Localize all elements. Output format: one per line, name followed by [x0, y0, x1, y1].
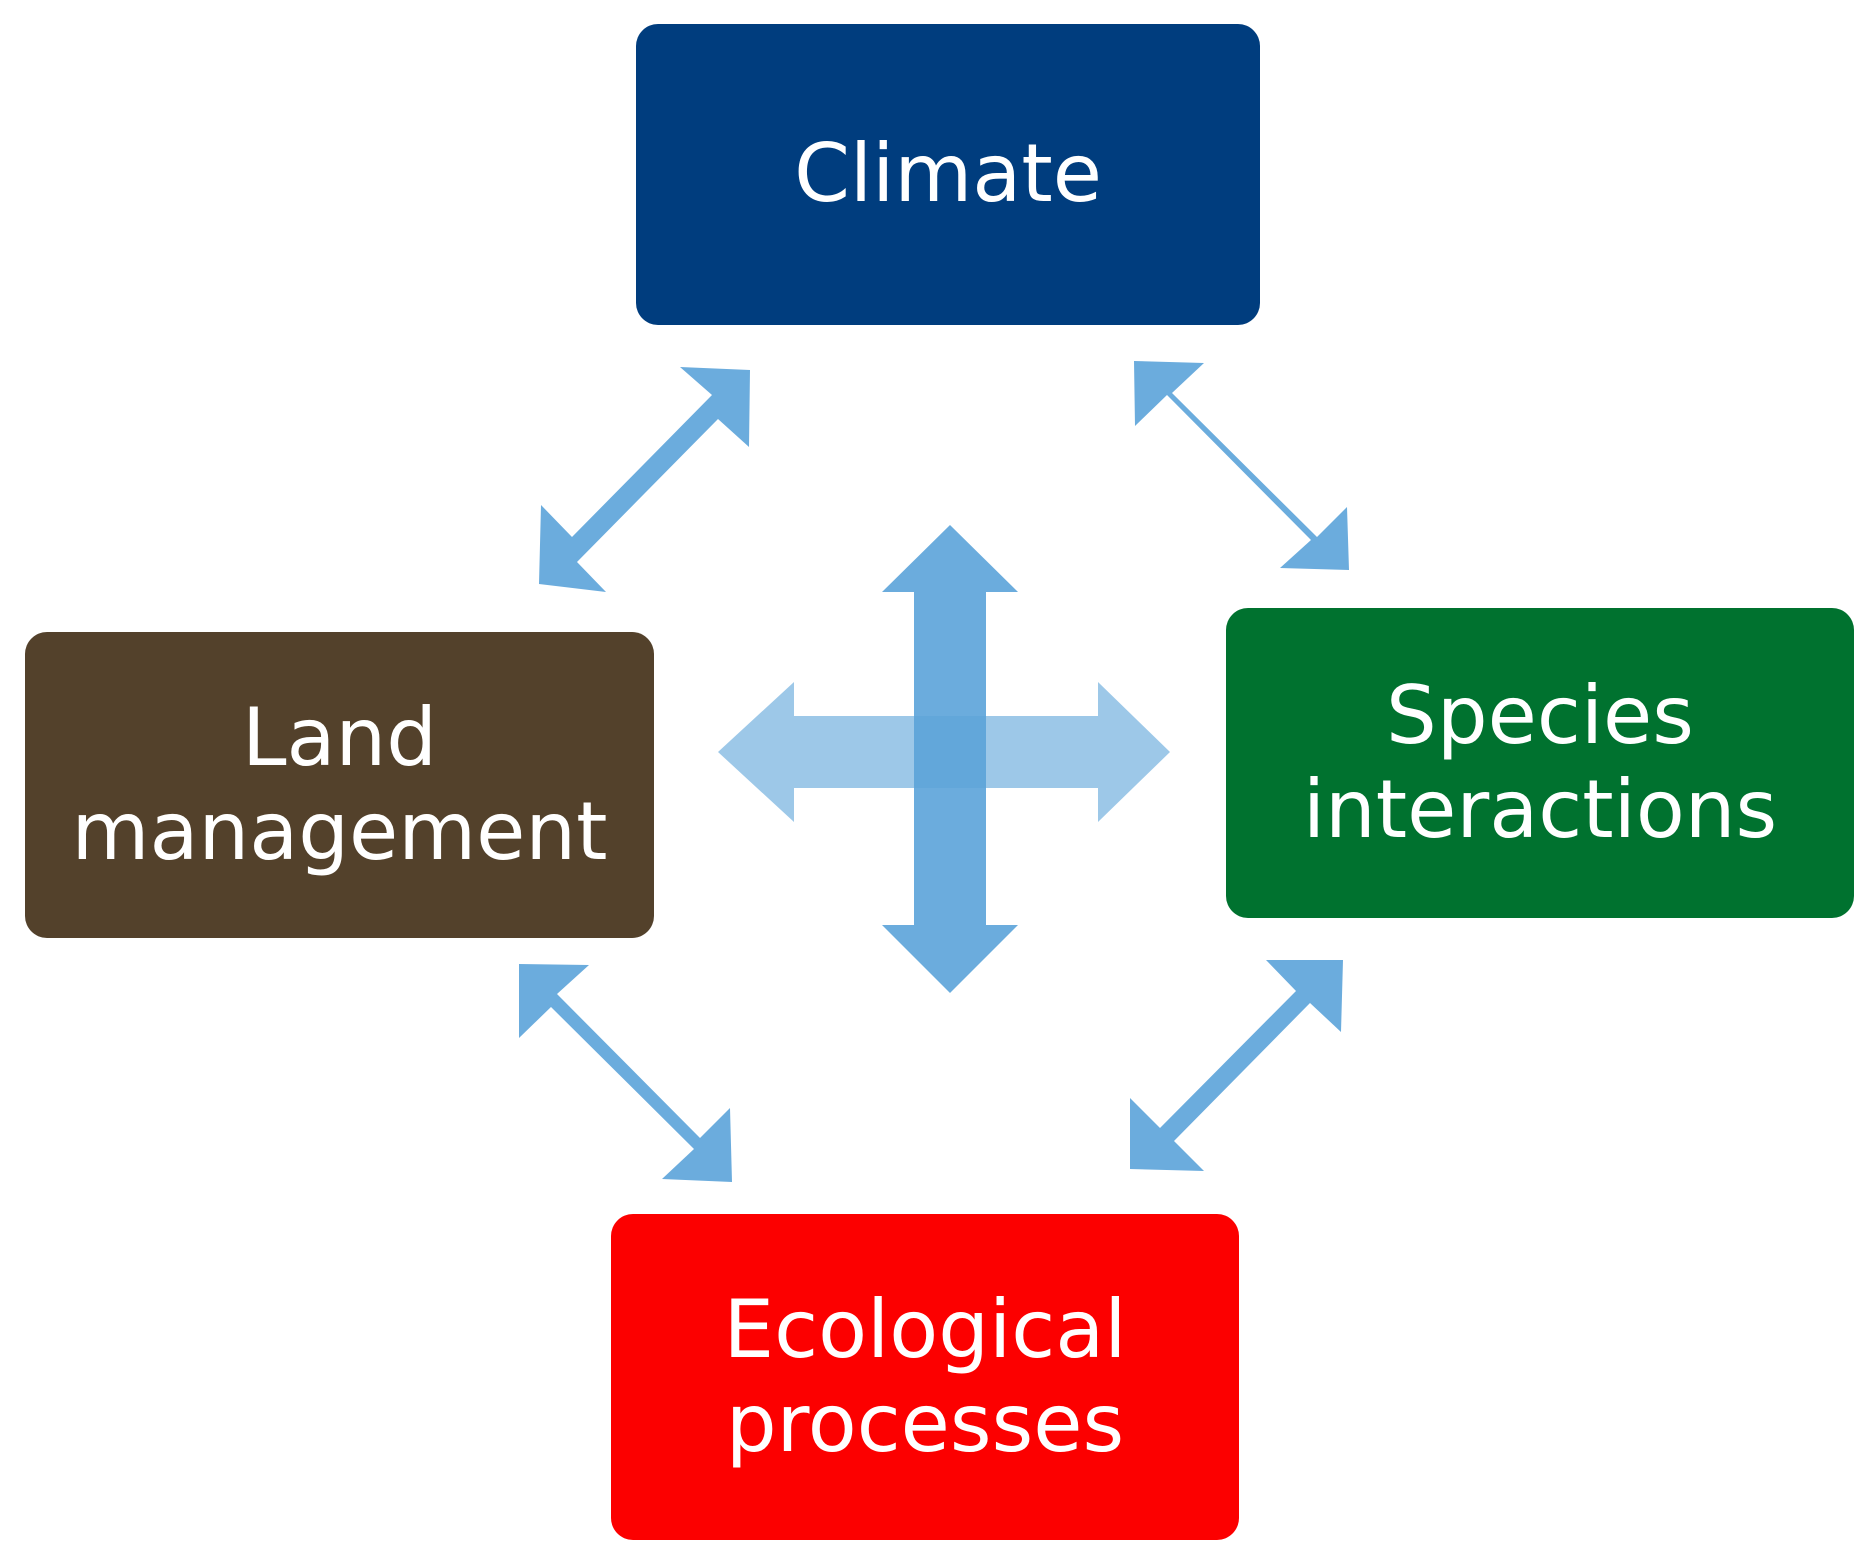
- node-species-label-line2: interactions: [1302, 763, 1778, 856]
- node-eco-label-line2: processes: [725, 1377, 1125, 1470]
- node-land-management: Land management: [25, 632, 654, 938]
- node-climate-label: Climate: [794, 127, 1102, 221]
- arrow-species-ecological: [1130, 960, 1343, 1171]
- arrow-land-ecological: [519, 964, 732, 1182]
- node-species-label-line1: Species: [1386, 668, 1694, 762]
- node-eco-label-line1: Ecological: [723, 1282, 1127, 1376]
- arrow-climate-land: [539, 367, 750, 592]
- node-ecological-processes: Ecological processes: [611, 1214, 1239, 1540]
- arrow-land-species: [718, 682, 1170, 822]
- arrow-climate-species: [1134, 361, 1349, 570]
- node-land-label-line1: Land: [241, 690, 438, 784]
- node-species-interactions: Species interactions: [1226, 608, 1854, 918]
- node-climate: Climate: [636, 24, 1260, 325]
- node-land-label-line2: management: [71, 785, 608, 878]
